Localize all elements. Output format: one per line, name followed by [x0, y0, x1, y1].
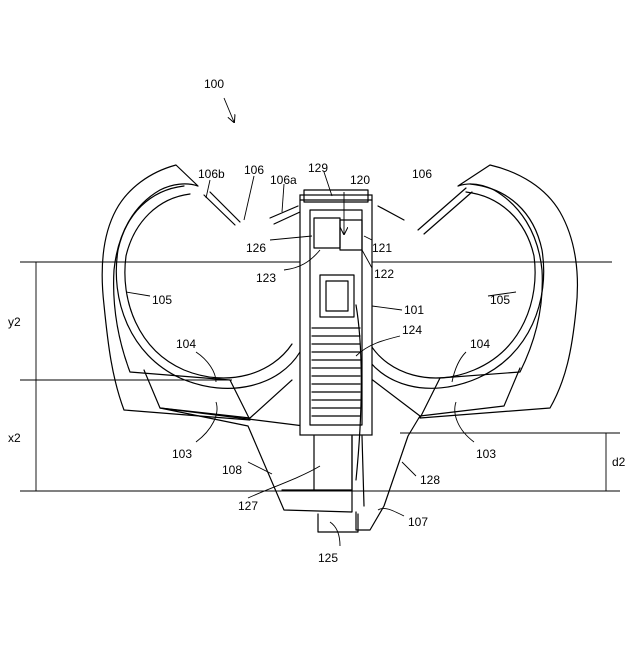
label-104-right: 104	[470, 337, 490, 351]
label-107: 107	[408, 515, 428, 529]
label-104-left: 104	[176, 337, 196, 351]
label-128: 128	[420, 473, 440, 487]
label-123: 123	[256, 271, 276, 285]
label-120: 120	[350, 173, 370, 187]
label-106b: 106b	[198, 167, 225, 181]
label-121: 121	[372, 241, 392, 255]
dim-x2: x2	[8, 431, 21, 445]
right-holder	[362, 165, 577, 418]
dim-y2: y2	[8, 315, 21, 329]
label-125: 125	[318, 551, 338, 565]
label-106a: 106a	[270, 173, 297, 187]
label-126: 126	[246, 241, 266, 255]
label-100: 100	[204, 77, 224, 91]
label-106-left: 106	[244, 163, 264, 177]
label-106-right: 106	[412, 167, 432, 181]
label-101: 101	[404, 303, 424, 317]
label-105-left: 105	[152, 293, 172, 307]
label-129: 129	[308, 161, 328, 175]
label-124: 124	[402, 323, 422, 337]
left-holder	[102, 165, 300, 420]
label-105-right: 105	[490, 293, 510, 307]
label-127: 127	[238, 499, 258, 513]
label-108: 108	[222, 463, 242, 477]
central-stem	[300, 190, 372, 480]
label-122: 122	[374, 267, 394, 281]
label-103-left: 103	[172, 447, 192, 461]
label-103-right: 103	[476, 447, 496, 461]
dim-d2: d2	[612, 455, 626, 469]
base	[160, 408, 420, 532]
